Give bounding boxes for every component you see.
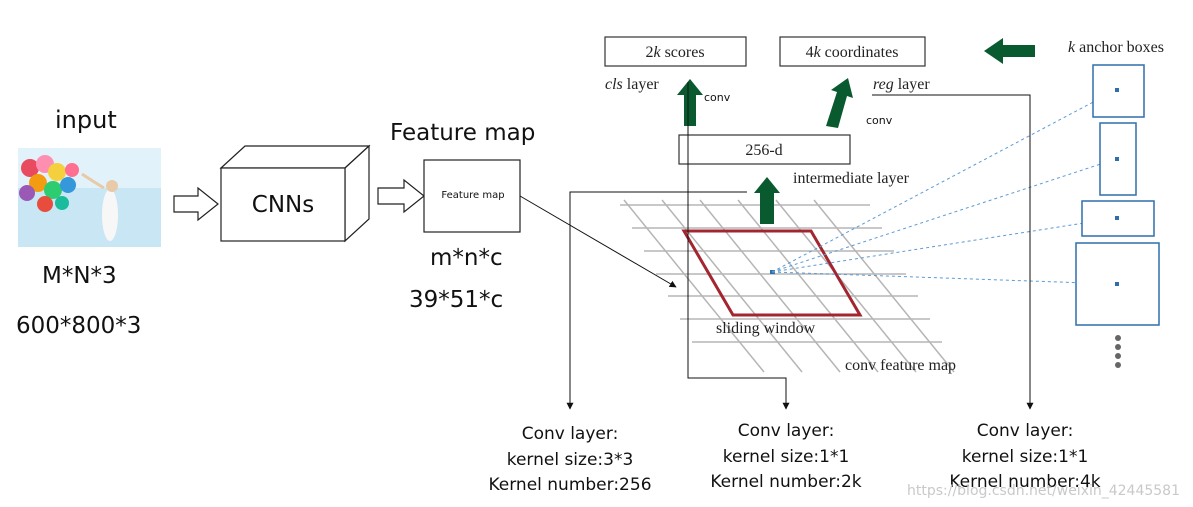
conv-label-left: conv [704, 91, 731, 104]
intermediate-layer-label: intermediate layer [793, 170, 910, 187]
input-dims-symbolic: M*N*3 [42, 263, 117, 289]
connector-lines [566, 82, 1034, 410]
flow-arrow-1 [173, 186, 219, 222]
watermark: https://blog.csdn.net/weixin_42445581 [907, 483, 1180, 499]
note-1-line-2: kernel size:3*3 [507, 450, 634, 470]
note-2-line-3: Kernel number:2k [710, 472, 861, 492]
scores-box [604, 36, 747, 67]
coordinates-label: 4k coordinates [806, 44, 899, 61]
green-arrow-reg-icon [826, 78, 853, 128]
anchor-boxes [1075, 64, 1160, 326]
anchor-projection-lines [771, 89, 1117, 285]
anchor-boxes-label: k anchor boxes [1068, 39, 1164, 56]
256d-box [678, 134, 851, 165]
note-conv-cls: Conv layer: kernel size:1*1 Kernel numbe… [710, 421, 861, 492]
note-2-line-2: kernel size:1*1 [723, 447, 850, 467]
reg-layer-label: reg layer [873, 76, 930, 93]
note-3-line-2: kernel size:1*1 [962, 447, 1089, 467]
sliding-window-outline [681, 229, 863, 317]
more-anchors-dots-icon [1115, 335, 1121, 368]
input-dims-numeric: 600*800*3 [16, 313, 141, 339]
scores-label: 2k scores [645, 44, 704, 61]
note-1-line-1: Conv layer: [522, 424, 619, 444]
note-conv-3x3: Conv layer: kernel size:3*3 Kernel numbe… [488, 424, 651, 495]
conv-feature-map-label: conv feature map [845, 357, 956, 374]
cnn-label: CNNs [252, 192, 314, 218]
note-3-line-3: Kernel number:4k [949, 472, 1100, 492]
anchor-center-points [1115, 88, 1119, 286]
feature-map-dims-symbolic: m*n*c [430, 245, 503, 271]
note-3-line-1: Conv layer: [977, 421, 1074, 441]
feature-map-box-label: Feature map [441, 190, 504, 201]
green-arrow-intermediate-icon [754, 177, 780, 224]
green-arrow-cls-icon [677, 79, 703, 126]
cls-layer-label: cls layer [605, 76, 659, 93]
256d-label: 256-d [745, 142, 782, 159]
input-title: input [55, 106, 117, 134]
green-arrow-anchor-icon [984, 38, 1035, 64]
feature-map-to-window-arrow [519, 195, 677, 288]
feature-map-title: Feature map [390, 120, 535, 146]
conv-feature-map-grid [620, 199, 955, 373]
feature-map-box [423, 159, 521, 233]
coordinates-box [779, 36, 926, 67]
cnn-box [219, 144, 371, 243]
sliding-window-label: sliding window [716, 320, 816, 337]
feature-map-dims-numeric: 39*51*c [409, 287, 503, 313]
note-1-line-3: Kernel number:256 [488, 475, 651, 495]
balloon-girl-image [18, 148, 161, 247]
note-conv-reg: Conv layer: kernel size:1*1 Kernel numbe… [949, 421, 1100, 492]
conv-label-right: conv [866, 114, 893, 127]
flow-arrow-2 [377, 178, 425, 214]
note-2-line-1: Conv layer: [738, 421, 835, 441]
